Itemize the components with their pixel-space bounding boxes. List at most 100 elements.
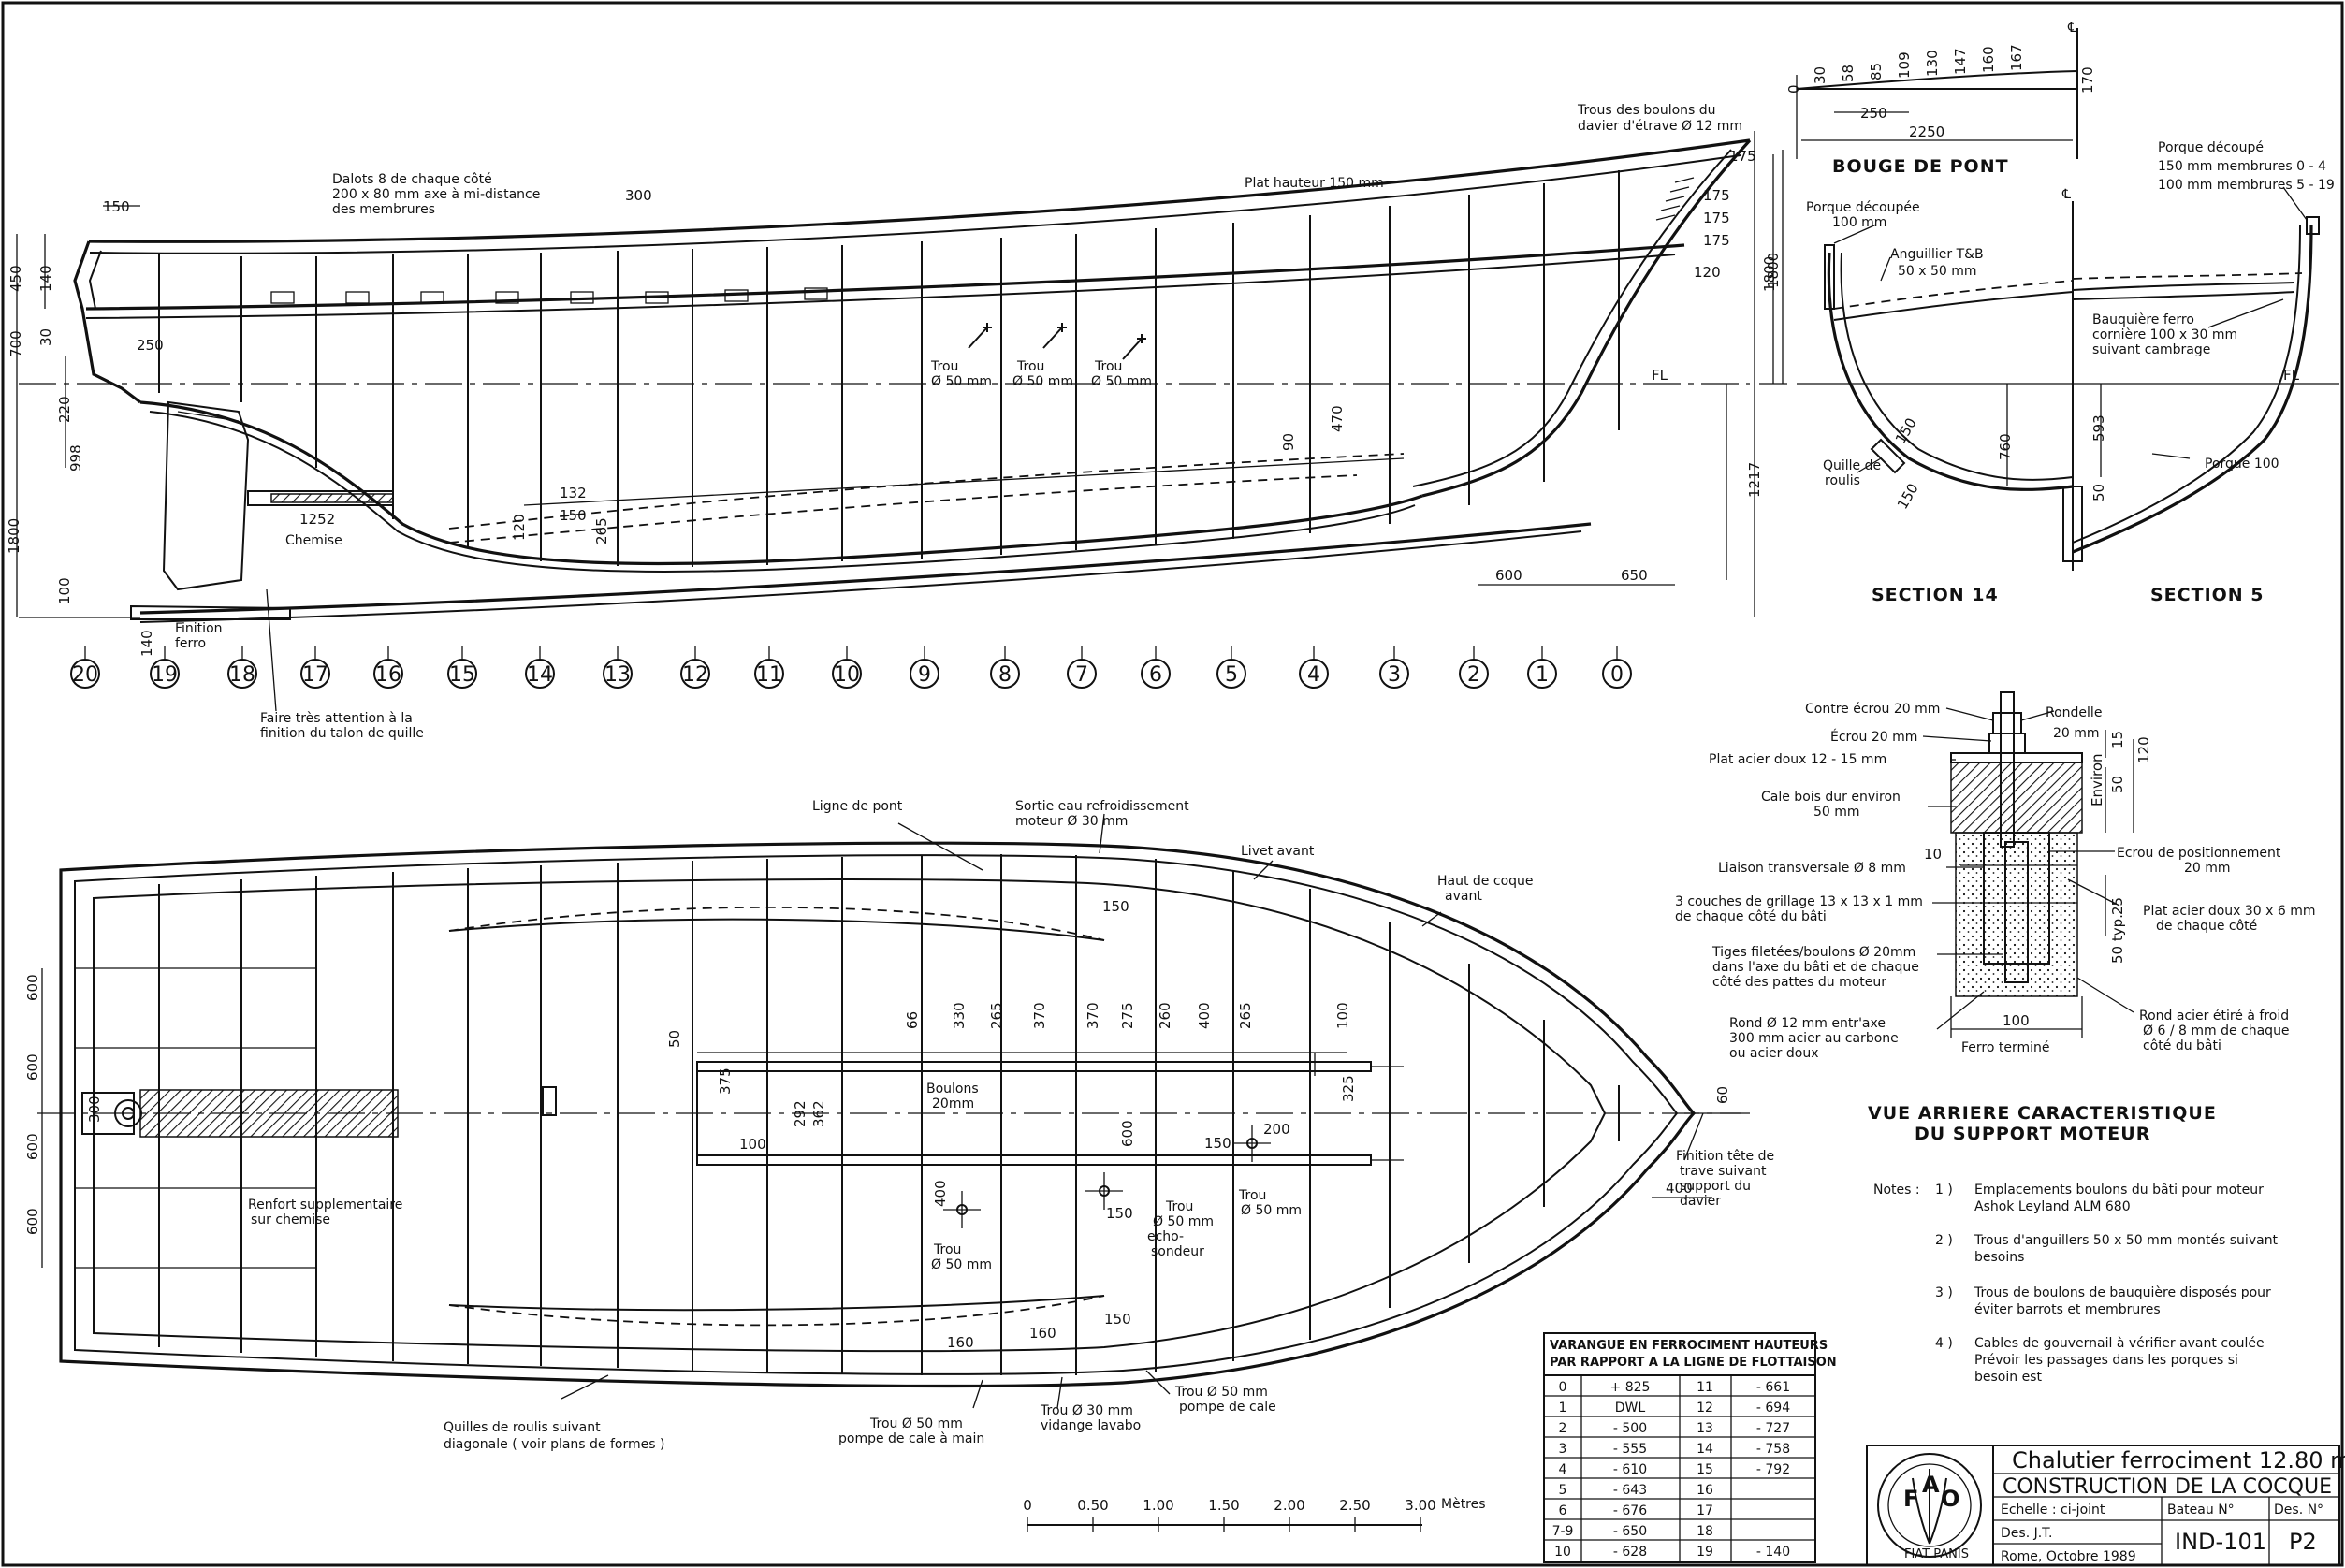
dim-150-top: 150 [103,198,130,215]
varangue-r7-c2: 18 [1697,1524,1713,1539]
finition-tete-1: Finition tête de [1676,1149,1774,1164]
bouge-250: 250 [1860,105,1887,122]
dim-140-bottom: 140 [138,630,155,657]
trou-3-line1: Trou [1094,359,1122,374]
title-des-label: Des. N° [2274,1503,2323,1517]
section-dim-150b: 150 [1894,481,1922,513]
varangue-r0-c1: + 825 [1610,1380,1651,1395]
sheer-line [88,138,1751,243]
dim-300-top: 300 [625,187,652,204]
note-1-line2: Ashok Leyland ALM 680 [1974,1199,2131,1214]
plan-dim-200: 200 [1263,1121,1290,1138]
title-bateau-no: IND-101 [2175,1529,2266,1555]
varangue-r2-c1: - 500 [1613,1421,1647,1436]
dim-1800-left: 1800 [6,518,22,554]
varangue-r5-c1: - 643 [1613,1483,1647,1498]
varangue-r6-c0: 6 [1559,1503,1567,1518]
quilles-1: Quilles de roulis suivant [444,1420,601,1435]
note-1-line1: Emplacements boulons du bâti pour moteur [1974,1183,2264,1198]
faire-line1: Faire très attention à la [260,711,413,726]
frame-ticks [84,646,1618,660]
frame-number-10: 10 [834,663,860,687]
trou-1-line1: Trou [930,359,958,374]
fl-label-profile: FL [1652,367,1668,384]
scale-unit: Mètres [1441,1497,1486,1512]
varangue-r0-c0: 0 [1559,1380,1567,1395]
frame-number-0: 0 [1610,663,1624,687]
anguillier-2: 50 x 50 mm [1898,264,1977,279]
trou-cale-1: Trou Ø 50 mm [1174,1385,1268,1400]
dalots-line1: Dalots 8 de chaque côté [332,172,492,187]
support-dim-environ: Environ [2089,753,2105,806]
support-label-liaison: Liaison transversale Ø 8 mm [1718,861,1906,876]
plat-hauteur-label: Plat hauteur 150 mm [1245,176,1384,191]
plan-dim-160a: 160 [947,1334,974,1351]
frame-number-2: 2 [1467,663,1480,687]
support-label-rond-2: 300 mm acier au carbone [1729,1031,1899,1046]
frames [158,170,1620,567]
varangue-r4-c1: - 610 [1613,1462,1647,1477]
note-3-num: 3 ) [1935,1285,1953,1300]
note-2-num: 2 ) [1935,1233,1953,1248]
frame-number-17: 17 [302,663,328,687]
plan-side-dim-600-3: 600 [24,1133,41,1160]
title-des: Des. J.T. [2001,1526,2053,1541]
porque-right-1: Porque découpé [2158,140,2264,155]
livet-avant-label: Livet avant [1241,844,1315,859]
bouge-value-30: 30 [1812,66,1828,84]
hull-bottom [139,400,1423,566]
note-4-num: 4 ) [1935,1336,1953,1351]
plan-dim-150d: 150 [1102,898,1129,915]
varangue-r8-c3: - 140 [1756,1545,1790,1560]
trou-lavabo-1: Trou Ø 30 mm [1040,1403,1133,1418]
plan-dim-370b: 370 [1085,1002,1101,1029]
bouge-de-pont: ℄ 0 30 58 85 109 130 147 160 167 170 250… [1785,21,2096,177]
frame-number-3: 3 [1388,663,1401,687]
fao-emblem [1877,1453,1982,1558]
plan-side-dim-600-4: 600 [24,1208,41,1235]
fao-letter-f: F [1903,1486,1918,1512]
frame-number-9: 9 [918,663,931,687]
plan-dim-330: 330 [951,1002,968,1029]
bouge-title: BOUGE DE PONT [1832,156,2009,177]
quilles-2: diagonale ( voir plans de formes ) [444,1437,664,1452]
bouge-value-109: 109 [1896,51,1913,79]
support-label-rond-3: ou acier doux [1729,1046,1818,1061]
support-label-plat-30-1: Plat acier doux 30 x 6 mm [2143,904,2316,919]
support-label-rond-acier-2: Ø 6 / 8 mm de chaque [2143,1024,2290,1038]
varangue-r3-c3: - 758 [1756,1442,1790,1457]
varangue-r1-c0: 1 [1559,1401,1567,1416]
varangue-r3-c2: 14 [1697,1442,1713,1457]
varangue-r1-c2: 12 [1697,1401,1713,1416]
trou-cale-2: pompe de cale [1179,1400,1276,1415]
support-label-plat-30-2: de chaque côté [2156,919,2257,934]
bouge-value-167: 167 [2008,44,2025,71]
porque-right-3: 100 mm membrures 5 - 19 [2158,178,2335,193]
section-dim-50: 50 [2090,484,2107,501]
bouge-value-147: 147 [1952,48,1969,75]
bouge-value-130: 130 [1924,50,1941,77]
support-label-grillage-1: 3 couches de grillage 13 x 13 x 1 mm [1675,894,1923,909]
finition-tete-3: support du [1680,1179,1751,1194]
fao-letter-o: O [1941,1486,1959,1512]
trous-boulons-line2: davier d'étrave Ø 12 mm [1578,119,1742,134]
dim-700: 700 [7,330,24,357]
support-dim-100: 100 [2003,1012,2030,1029]
frame-number-5: 5 [1225,663,1238,687]
bouge-value-0: 0 [1785,84,1802,94]
plan-dim-260: 260 [1157,1002,1173,1029]
trou-echo-2: Ø 50 mm [1153,1214,1214,1229]
support-label-tiges-3: côté des pattes du moteur [1712,975,1886,990]
frame-number-7: 7 [1075,663,1088,687]
note-1-num: 1 ) [1935,1183,1953,1198]
quille-roulis-2: roulis [1825,473,1860,488]
keel-line [139,522,1592,615]
title-subtitle: CONSTRUCTION DE LA COCQUE [2003,1475,2332,1499]
frame-number-6: 6 [1149,663,1162,687]
trou-b-1: Trou [1238,1188,1266,1203]
varangue-title-1: VARANGUE EN FERROCIMENT HAUTEURS [1550,1339,1828,1353]
sortie-eau-2: moteur Ø 30 mm [1015,814,1128,829]
frame-number-8: 8 [998,663,1012,687]
support-label-ecrou-pos-1: Ecrou de positionnement [2117,846,2281,861]
